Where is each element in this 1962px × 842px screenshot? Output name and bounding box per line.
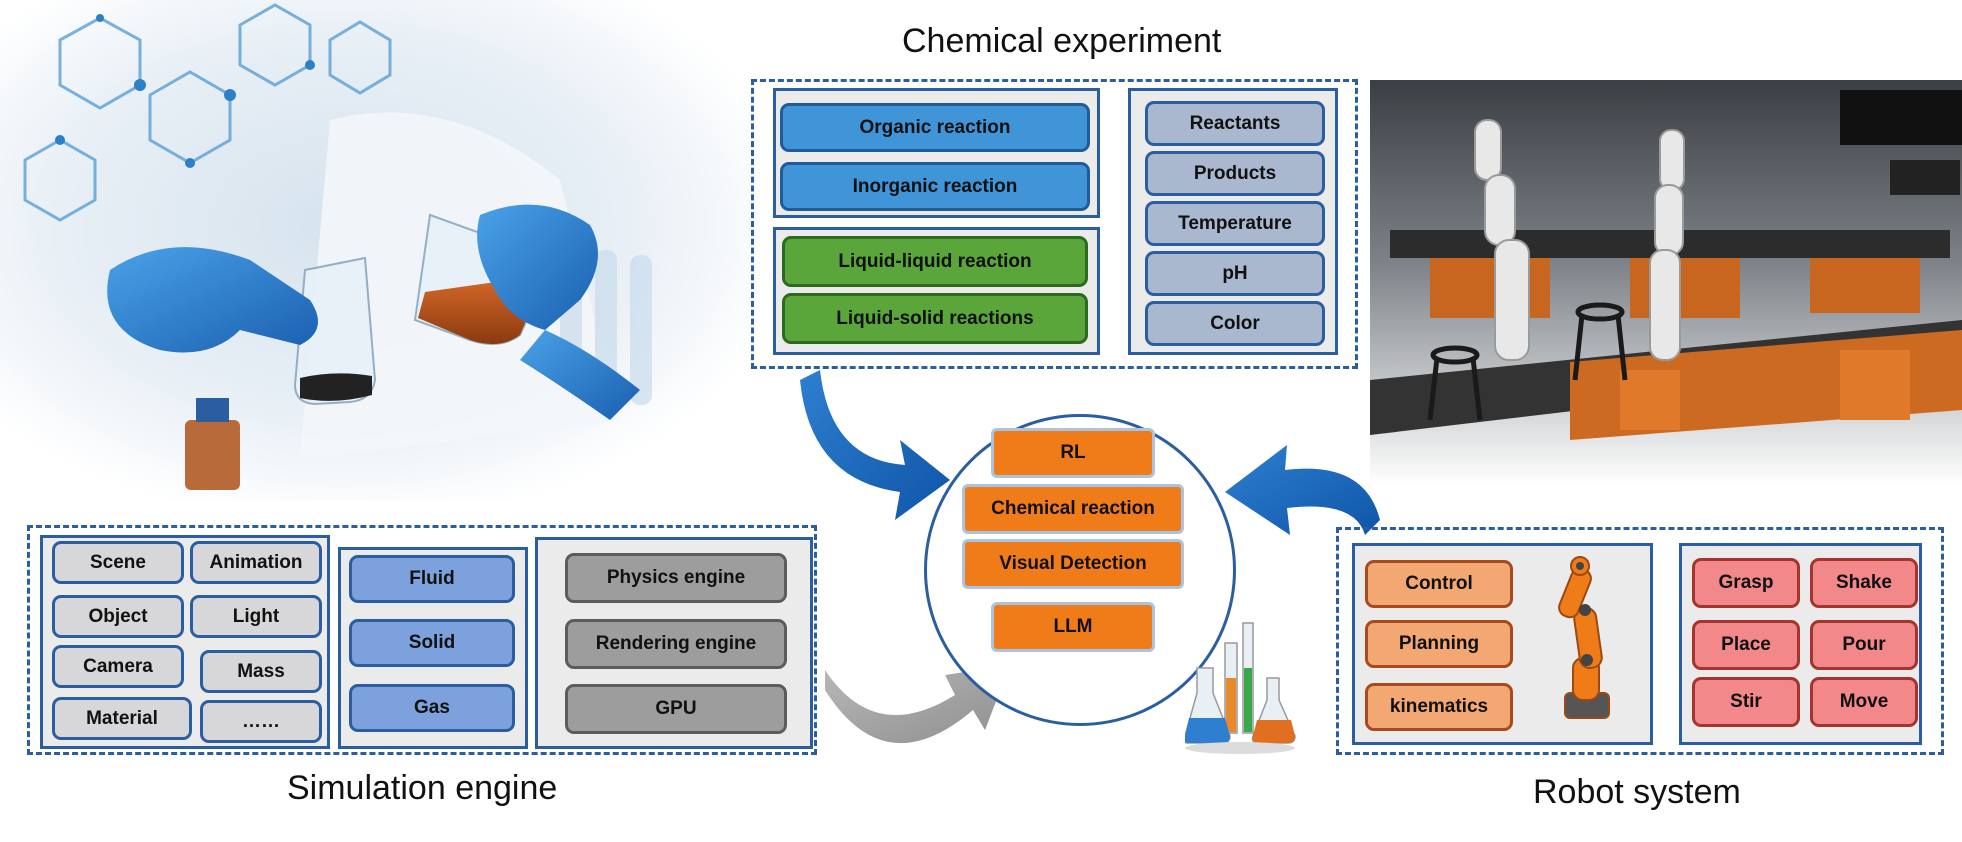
ph-chip: pH (1145, 251, 1325, 296)
animation-chip: Animation (190, 541, 322, 584)
simulation-engine-title: Simulation engine (287, 769, 558, 807)
arrow-simulation-to-center (825, 665, 1010, 744)
lab-flasks-icon (1185, 622, 1296, 754)
camera-chip: Camera (52, 645, 184, 688)
inorganic-reaction-chip: Inorganic reaction (780, 162, 1090, 211)
shake-chip: Shake (1810, 558, 1918, 608)
temperature-chip: Temperature (1145, 201, 1325, 246)
organic-reaction-chip: Organic reaction (780, 103, 1090, 152)
chemical-experiment-title: Chemical experiment (902, 22, 1222, 60)
chemical-reaction-chip: Chemical reaction (962, 484, 1184, 534)
gas-chip: Gas (349, 684, 515, 732)
fluid-chip: Fluid (349, 555, 515, 603)
solid-chip: Solid (349, 619, 515, 667)
right-photo (1370, 80, 1962, 485)
gpu-chip: GPU (565, 684, 787, 734)
robot-system-title: Robot system (1533, 773, 1741, 811)
visual-detection-chip: Visual Detection (962, 539, 1184, 589)
liquid-solid-reactions-chip: Liquid-solid reactions (782, 293, 1088, 344)
color-chip: Color (1145, 301, 1325, 346)
chemical-experiment-frame (751, 79, 1358, 369)
light-chip: Light (190, 595, 322, 638)
reactants-chip: Reactants (1145, 101, 1325, 146)
control-chip: Control (1365, 560, 1513, 608)
stir-chip: Stir (1692, 677, 1800, 727)
pour-chip: Pour (1810, 620, 1918, 670)
products-chip: Products (1145, 151, 1325, 196)
place-chip: Place (1692, 620, 1800, 670)
left-photo (0, 0, 760, 500)
rl-chip: RL (991, 428, 1155, 478)
move-chip: Move (1810, 677, 1918, 727)
mass-chip: Mass (200, 650, 322, 693)
more-elements-chip: …… (200, 700, 322, 743)
physics-engine-chip: Physics engine (565, 553, 787, 603)
rendering-engine-chip: Rendering engine (565, 619, 787, 669)
orange-robot-arm-icon (1558, 556, 1610, 719)
material-chip: Material (52, 697, 192, 740)
robot-system-frame (1336, 527, 1944, 755)
llm-chip: LLM (991, 602, 1155, 652)
liquid-liquid-reaction-chip: Liquid-liquid reaction (782, 236, 1088, 287)
planning-chip: Planning (1365, 620, 1513, 668)
scene-chip: Scene (52, 541, 184, 584)
arrow-robot-to-center (1225, 445, 1380, 535)
simulation-engine-frame (27, 525, 817, 755)
object-chip: Object (52, 595, 184, 638)
grasp-chip: Grasp (1692, 558, 1800, 608)
arrow-chemical-to-center (800, 370, 950, 520)
kinematics-chip: kinematics (1365, 683, 1513, 731)
